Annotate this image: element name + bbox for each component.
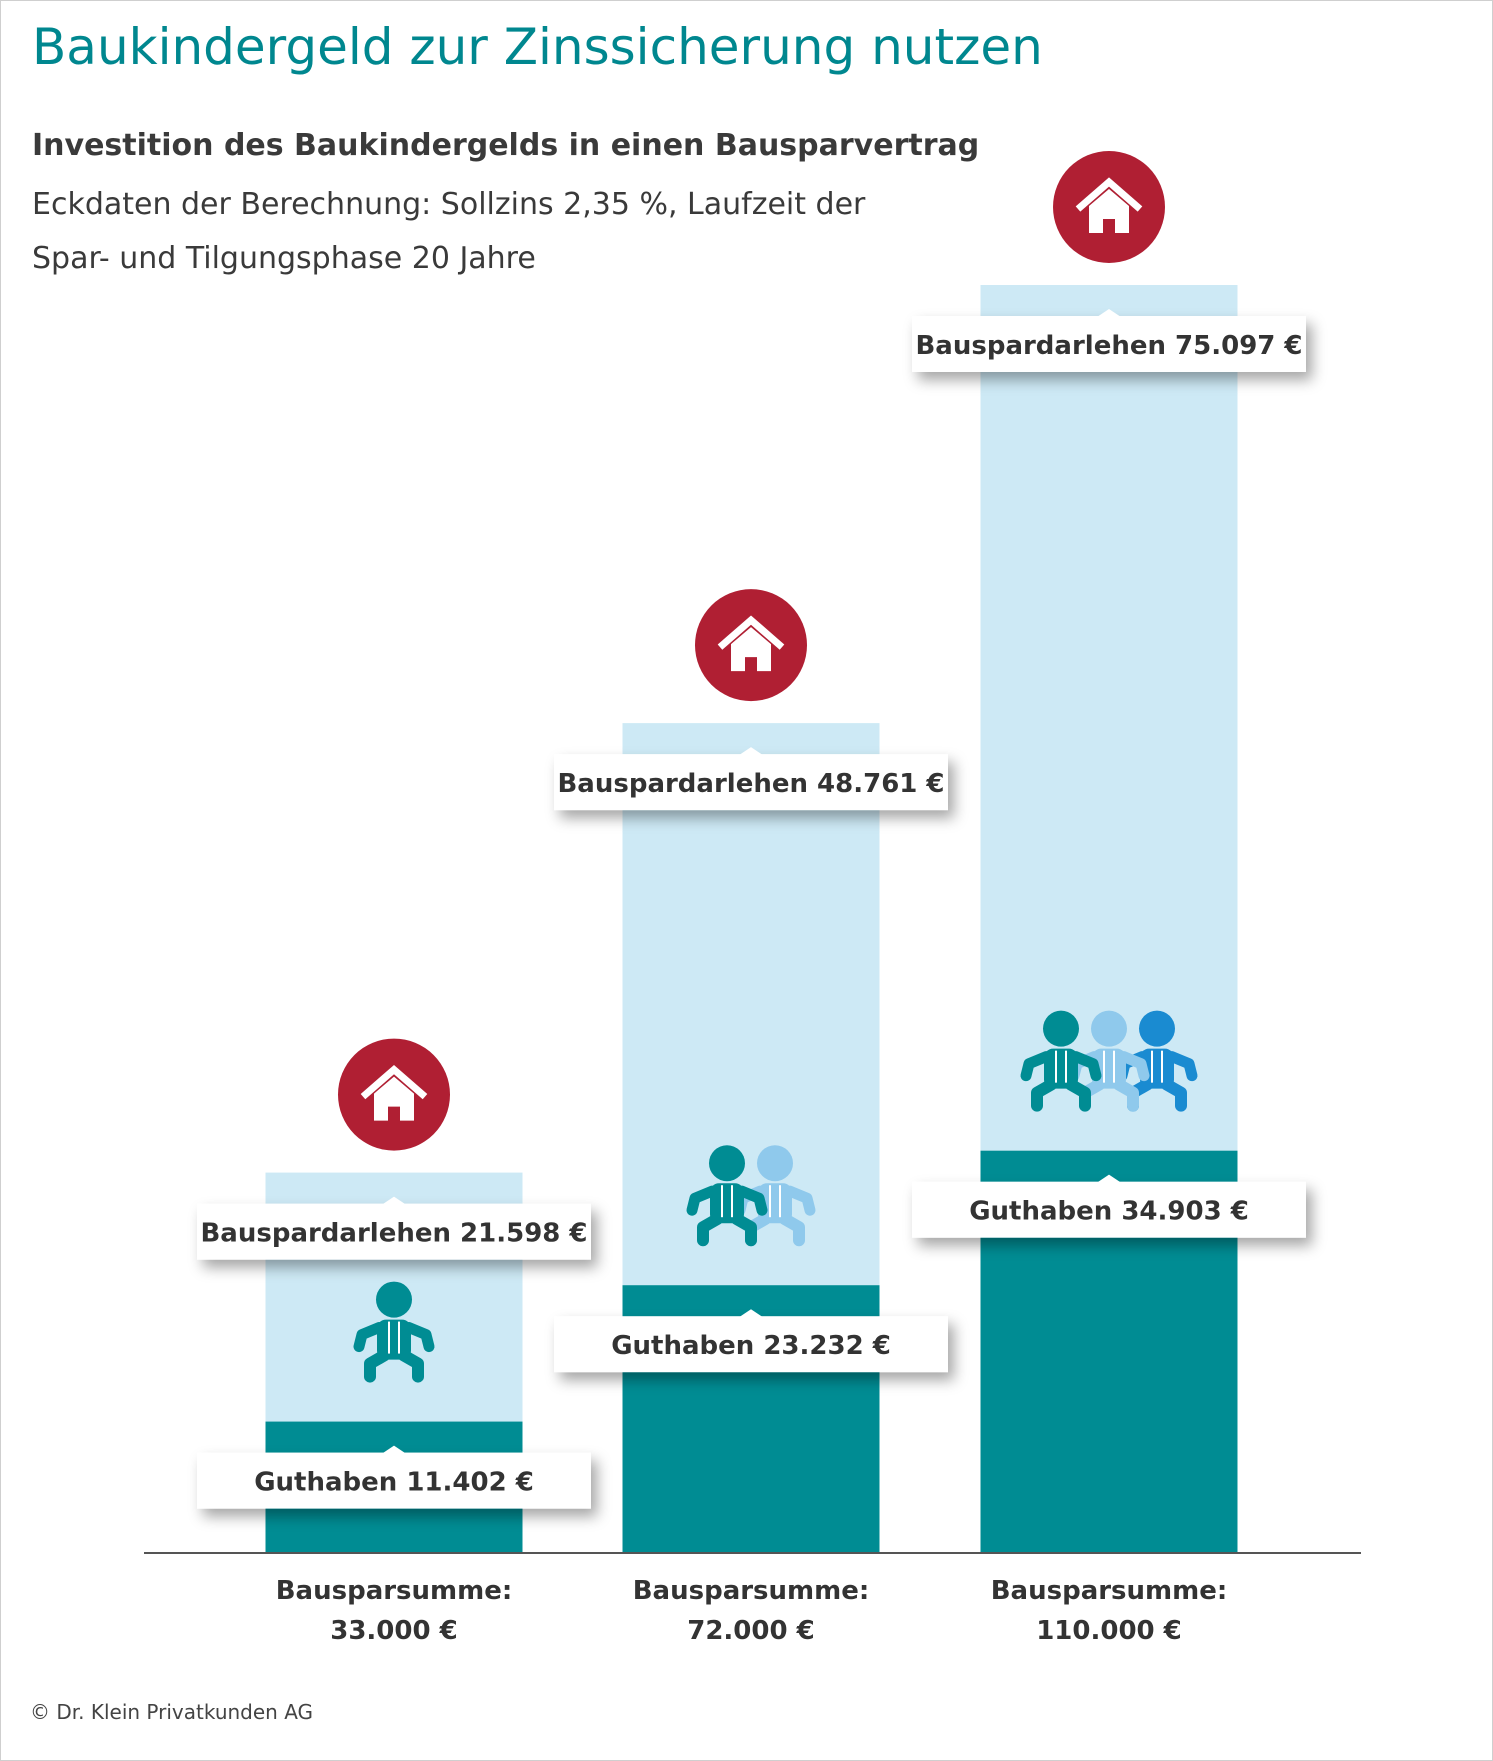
- category-label: Bausparsumme:: [276, 1576, 513, 1606]
- data-label-bauspardarlehen-text: Bauspardarlehen 75.097 €: [915, 331, 1302, 361]
- data-label-bauspardarlehen-text: Bauspardarlehen 21.598 €: [200, 1219, 587, 1249]
- house-icon: [1053, 151, 1165, 263]
- chart-subtitle: Investition des Baukindergelds in einen …: [32, 128, 980, 163]
- data-label-bauspardarlehen-box: [197, 1203, 591, 1260]
- description-line-2: Spar- und Tilgungsphase 20 Jahre: [32, 241, 536, 276]
- data-label-bauspardarlehen-box: [912, 316, 1306, 372]
- baby-icon: [686, 1145, 768, 1247]
- copyright-footer: © Dr. Klein Privatkunden AG: [30, 1700, 314, 1724]
- category-value: 110.000 €: [1036, 1616, 1182, 1646]
- description-line-1: Eckdaten der Berechnung: Sollzins 2,35 %…: [32, 187, 866, 222]
- data-label-guthaben-text: Guthaben 34.903 €: [969, 1197, 1249, 1227]
- data-label-bauspardarlehen-pointer: [382, 1196, 406, 1205]
- category-label: Bausparsumme:: [991, 1576, 1228, 1606]
- data-label-bauspardarlehen: Bauspardarlehen 21.598 €: [197, 1196, 591, 1260]
- data-label-guthaben-box: [912, 1181, 1306, 1238]
- house-icon: [695, 589, 807, 702]
- data-label-bauspardarlehen-text: Bauspardarlehen 48.761 €: [557, 769, 944, 799]
- data-label-guthaben-box: [554, 1316, 948, 1373]
- data-label-guthaben-box: [197, 1452, 591, 1509]
- data-label-guthaben-text: Guthaben 23.232 €: [611, 1331, 891, 1361]
- data-label-bauspardarlehen-pointer: [1097, 309, 1121, 317]
- data-label-guthaben-text: Guthaben 11.402 €: [254, 1468, 534, 1498]
- bar-bauspardarlehen: [980, 285, 1238, 1151]
- data-label-guthaben: Guthaben 34.903 €: [912, 1174, 1306, 1238]
- baby-icon: [1020, 1010, 1102, 1112]
- category-value: 33.000 €: [330, 1616, 457, 1646]
- page-title: Baukindergeld zur Zinssicherung nutzen: [32, 18, 1043, 76]
- data-label-guthaben-pointer: [1097, 1174, 1121, 1183]
- category-label: Bausparsumme:: [633, 1576, 870, 1606]
- data-label-guthaben: Guthaben 23.232 €: [554, 1309, 948, 1373]
- house-icon: [338, 1038, 450, 1151]
- data-label-bauspardarlehen: Bauspardarlehen 75.097 €: [912, 309, 1306, 372]
- chart-description: Eckdaten der Berechnung: Sollzins 2,35 %…: [32, 178, 865, 286]
- data-label-guthaben-pointer: [382, 1445, 406, 1454]
- data-label-guthaben: Guthaben 11.402 €: [197, 1445, 591, 1509]
- category-value: 72.000 €: [687, 1616, 814, 1646]
- data-label-guthaben-pointer: [739, 1309, 763, 1318]
- data-label-bauspardarlehen-pointer: [739, 747, 763, 756]
- data-label-bauspardarlehen-box: [554, 754, 948, 811]
- baby-icon: [353, 1281, 435, 1383]
- data-label-bauspardarlehen: Bauspardarlehen 48.761 €: [554, 747, 948, 811]
